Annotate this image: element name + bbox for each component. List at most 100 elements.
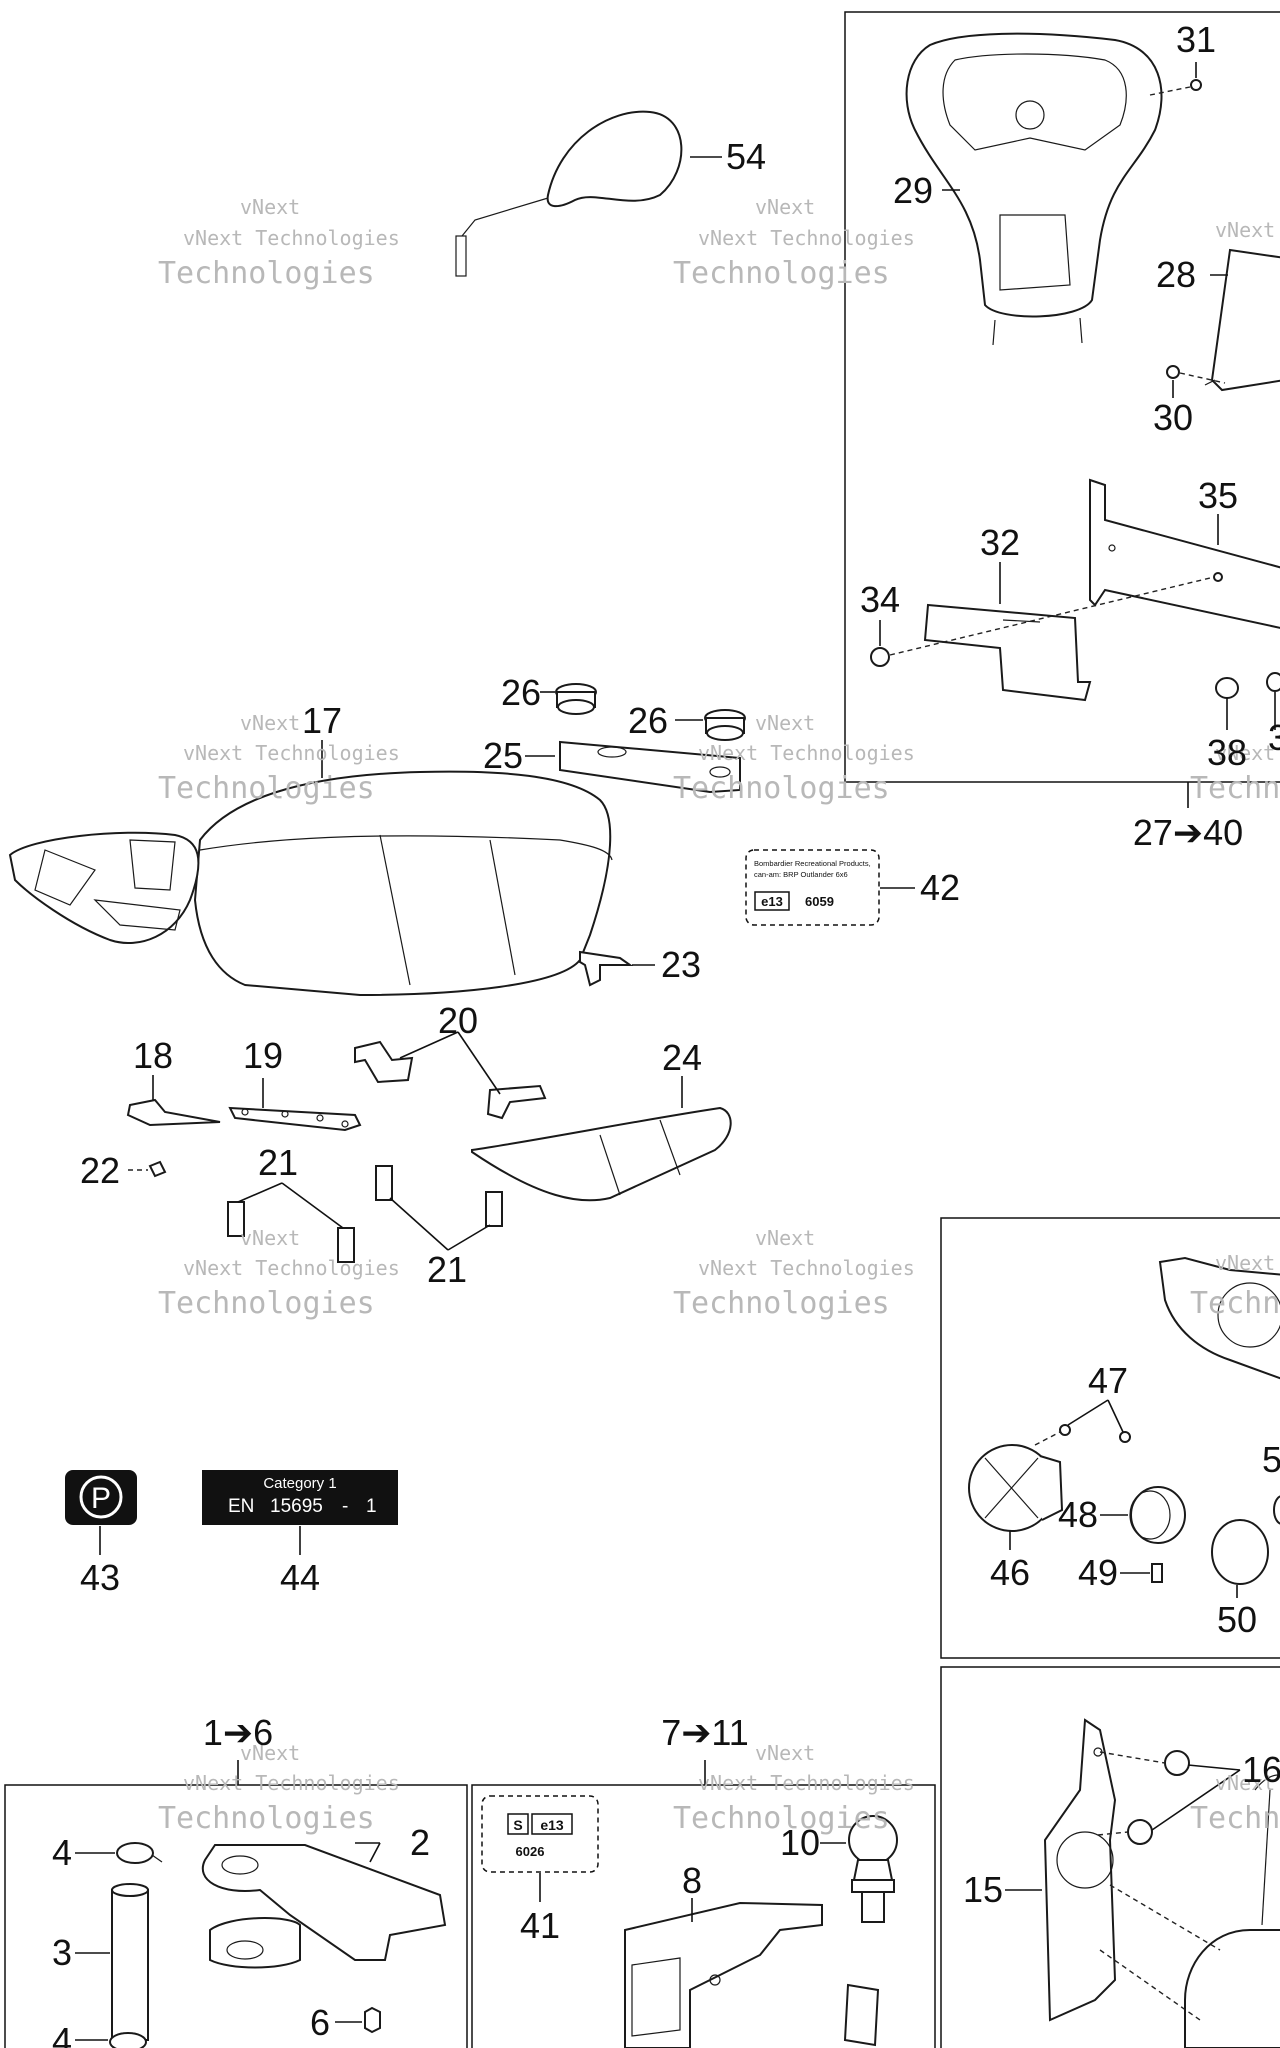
watermark-line1: vNext	[240, 1226, 300, 1250]
part-25-bar	[559, 740, 741, 794]
decal-42-mark: e13	[761, 894, 783, 909]
watermark-line1: vNext	[755, 711, 815, 735]
part-29-backrest	[905, 32, 1163, 346]
part-24-panel	[471, 1106, 732, 1202]
part-38-cap	[1215, 672, 1280, 699]
decal-41-mark-s: S	[513, 1817, 522, 1833]
part-16-nuts	[1127, 1750, 1190, 1845]
part-32-bracket	[923, 603, 1092, 702]
watermark-line1: vNext	[240, 195, 300, 219]
callout-21-a: 21	[258, 1142, 298, 1183]
kit-box-46-50	[940, 1217, 1280, 1659]
part-5x-lens	[1273, 1495, 1280, 1525]
watermark-line2: vNext Technologies	[183, 1771, 400, 1795]
callout-28: 28	[1156, 254, 1196, 295]
part-49-bulb	[1151, 1563, 1163, 1583]
callout-49: 49	[1078, 1552, 1118, 1593]
part-26-nut-a	[555, 683, 597, 715]
watermark-line3: Technologies	[1190, 771, 1280, 806]
decal-44-category: Category 1 EN 15695 - 1	[202, 1470, 398, 1525]
part-9-tag	[843, 1983, 880, 2047]
callout-15: 15	[963, 1869, 1003, 1910]
watermark-line3: Technologies	[158, 256, 375, 291]
part-21-spacers	[227, 1165, 503, 1263]
callout-31: 31	[1176, 19, 1216, 60]
watermark-line2: vNext Technologies	[1215, 1251, 1280, 1275]
part-20-clip-a	[354, 1040, 414, 1084]
callout-labels: 1➔6 7➔11 27➔40 2 3 4 4 6 8 10 15 16 17 1…	[52, 19, 1280, 2048]
watermark-line1: vNext	[240, 711, 300, 735]
part-30-screw	[1166, 365, 1180, 379]
callout-8: 8	[682, 1860, 702, 1901]
part-22-clip	[148, 1160, 167, 1178]
callout-21-b: 21	[427, 1249, 467, 1290]
part-54-mirror	[455, 110, 683, 277]
decal-44-en: EN	[228, 1496, 254, 1517]
watermark-line3: Technologies	[673, 771, 890, 806]
callout-47: 47	[1088, 1360, 1128, 1401]
callout-2: 2	[410, 1822, 430, 1863]
callout-43: 43	[80, 1557, 120, 1598]
watermark-line3: Technologies	[673, 256, 890, 291]
callout-35: 35	[1198, 475, 1238, 516]
part-socket-7pin	[1184, 1774, 1280, 2048]
callout-17: 17	[302, 700, 342, 741]
callout-48: 48	[1058, 1494, 1098, 1535]
part-8-receiver	[624, 1901, 823, 2048]
callout-6: 6	[310, 2002, 330, 2043]
watermark-line1: vNext	[755, 1226, 815, 1250]
decal-44-line1: Category 1	[263, 1475, 336, 1492]
watermark-line2: vNext Technologies	[183, 226, 400, 250]
decal-41: S e13 6026	[481, 1795, 599, 1873]
decal-44-num: 15695	[270, 1496, 323, 1517]
watermark-line2: vNext Technologies	[1215, 741, 1280, 765]
callout-50: 50	[1217, 1599, 1257, 1640]
callout-4-bottom: 4	[52, 2020, 72, 2048]
callout-27-40: 27➔40	[1133, 812, 1243, 853]
decal-44-dash: -	[342, 1496, 348, 1517]
watermark: vNext vNext Technologies Technologies vN…	[158, 195, 1280, 1836]
callout-54: 54	[726, 136, 766, 177]
watermark-line2: vNext Technologies	[1215, 218, 1280, 242]
part-18-bracket	[126, 1098, 221, 1127]
part-15-bracket	[1043, 1718, 1117, 2022]
part-5x-bracket	[1158, 1256, 1280, 1380]
part-3-pin	[111, 1883, 149, 2041]
callout-18: 18	[133, 1035, 173, 1076]
part-4-pin-bottom	[109, 2032, 147, 2048]
callout-26-b: 26	[628, 700, 668, 741]
watermark-line1: vNext	[755, 195, 815, 219]
part-17-seat	[8, 770, 613, 997]
watermark-line3: Technologies	[673, 1286, 890, 1321]
kit-box-15-16	[940, 1666, 1280, 2048]
watermark-line3: Technologies	[158, 771, 375, 806]
callout-41: 41	[520, 1905, 560, 1946]
watermark-line3: Technologies	[158, 1801, 375, 1836]
watermark-line3: Technologies	[1190, 1286, 1280, 1321]
decal-41-mark: e13	[540, 1817, 564, 1833]
part-48-socket	[1129, 1486, 1186, 1544]
callout-38: 38	[1207, 732, 1247, 773]
callout-4-top: 4	[52, 1832, 72, 1873]
part-28-bracket	[1204, 248, 1280, 392]
kit-box-27-40	[844, 11, 1280, 783]
callout-10: 10	[780, 1822, 820, 1863]
part-35-plate	[1089, 478, 1280, 629]
decal-44-class: 1	[366, 1496, 377, 1517]
decal-41-number: 6026	[516, 1844, 545, 1859]
decal-42-line2: can-am: BRP Outlander 6x6	[754, 870, 848, 879]
callout-26-a: 26	[501, 672, 541, 713]
part-34-nut	[870, 647, 890, 667]
watermark-line1: vNext	[240, 1741, 300, 1765]
callout-25: 25	[483, 735, 523, 776]
callout-7-11: 7➔11	[661, 1712, 749, 1753]
callout-20: 20	[438, 1000, 478, 1041]
callout-34: 34	[860, 579, 900, 620]
watermark-line2: vNext Technologies	[183, 741, 400, 765]
watermark-line2: vNext Technologies	[183, 1256, 400, 1280]
part-23-clip	[579, 950, 634, 987]
decal-42-line1: Bombardier Recreational Products,	[754, 859, 871, 868]
part-31-screw	[1190, 79, 1202, 91]
part-46-lamp	[968, 1444, 1064, 1532]
callout-19: 19	[243, 1035, 283, 1076]
